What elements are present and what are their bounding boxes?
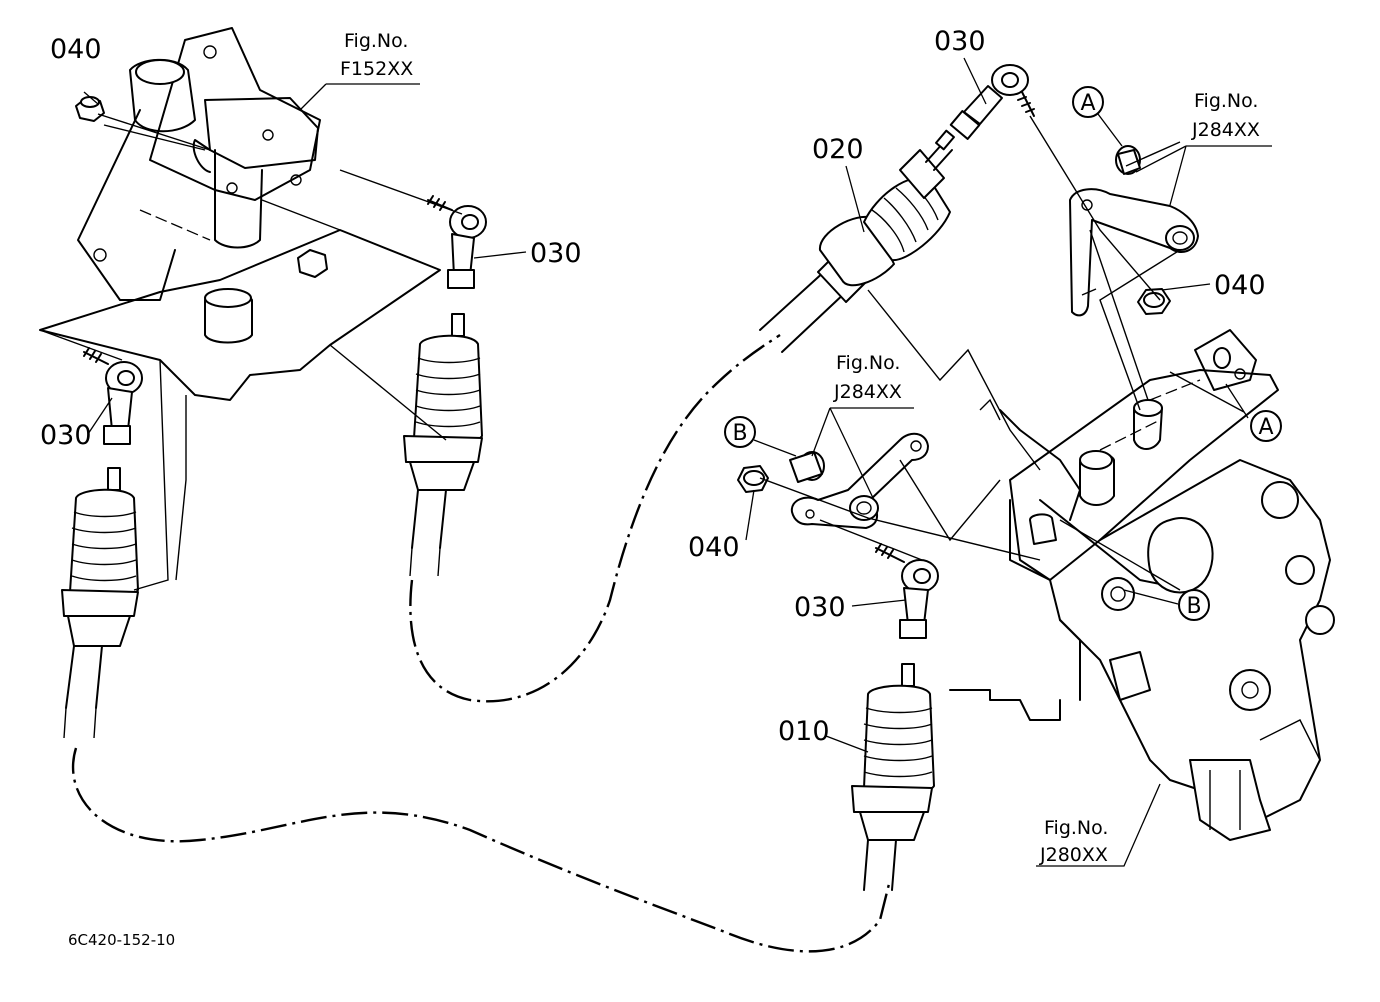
fig-ref-j284-top-line2: J284XX <box>1191 119 1260 141</box>
fig-ref-j284-top-line1: Fig.No. <box>1194 90 1258 112</box>
callout-b-left-label: B <box>732 421 747 446</box>
callout-b-right: B <box>1178 589 1210 621</box>
ball-joint-030-right <box>875 543 939 639</box>
fig-ref-f152-line2: F152XX <box>340 58 413 80</box>
control-cable-010 <box>71 334 892 953</box>
label-030-left: 030 <box>40 420 92 451</box>
callout-a-top: A <box>1072 86 1104 118</box>
flange-nut-040-mid <box>737 465 769 493</box>
label-040-right: 040 <box>1214 270 1266 301</box>
ball-joint-030-top <box>949 64 1035 140</box>
fig-ref-j284-mid-line1: Fig.No. <box>836 352 900 374</box>
label-030-top: 030 <box>934 26 986 57</box>
leader-lines <box>83 57 1272 867</box>
callout-b-right-label: B <box>1186 594 1201 619</box>
figure-references: Fig.No. F152XX Fig.No. J284XX Fig.No. J2… <box>340 30 1260 866</box>
label-030-right: 030 <box>794 592 846 623</box>
callout-b-left: B <box>724 416 756 448</box>
pedal-bracket-assembly <box>39 27 441 401</box>
callout-a-top-label: A <box>1080 91 1095 116</box>
cable-end-010 <box>851 663 935 891</box>
callout-a-right-label: A <box>1258 415 1273 440</box>
fig-ref-j280-line1: Fig.No. <box>1044 817 1108 839</box>
fig-ref-j284-mid-line2: J284XX <box>833 381 902 403</box>
ball-joint-030-left <box>83 347 143 445</box>
label-010: 010 <box>778 716 830 747</box>
cable-end-midleft <box>403 313 483 577</box>
ball-joint-030-midleft <box>427 195 487 289</box>
connection-lines <box>39 113 1245 591</box>
lever-middle <box>789 432 929 529</box>
control-valve-assembly <box>949 329 1335 841</box>
fig-ref-f152-line1: Fig.No. <box>344 30 408 52</box>
cable-020 <box>759 129 955 353</box>
label-030-midleft: 030 <box>530 238 582 269</box>
label-040-topleft: 040 <box>50 34 102 65</box>
fig-ref-j280-line2: J280XX <box>1039 844 1108 866</box>
drawing-code: 6C420-152-10 <box>68 931 175 949</box>
flange-nut-040-topleft <box>75 96 105 122</box>
cable-end-left <box>61 467 139 739</box>
callout-a-right: A <box>1250 410 1282 442</box>
label-020: 020 <box>812 134 864 165</box>
label-040-mid: 040 <box>688 532 740 563</box>
lever-plate-right <box>1069 145 1199 317</box>
part-labels: 040 030 030 030 020 040 040 030 010 <box>40 26 1266 747</box>
